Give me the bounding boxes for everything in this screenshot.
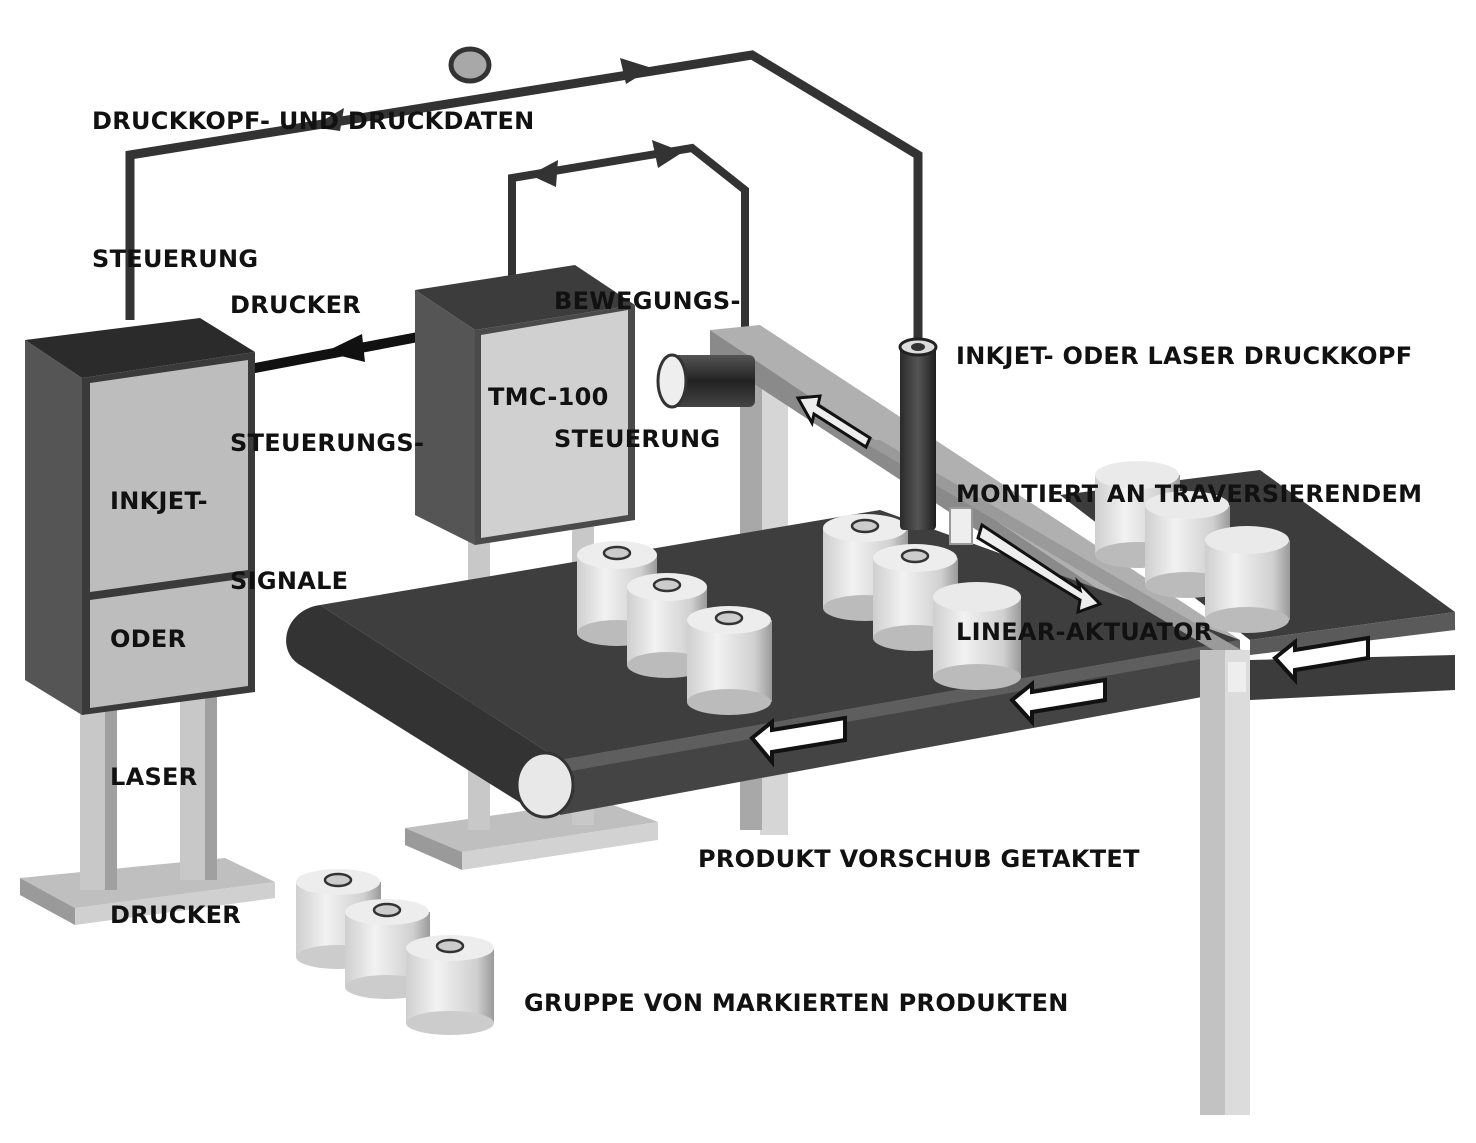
roller-end [515,751,575,819]
label-line: LINEAR-AKTUATOR [956,618,1213,646]
arrow-left-icon [325,334,365,362]
linear-actuator-beam [860,440,1250,1115]
printer-stand [20,695,275,925]
conveyor-arrow-icon [1009,677,1107,728]
label-line: DRUCKKOPF- UND DRUCKDATEN [92,107,535,135]
conveyor-arrow-icon [1272,635,1370,686]
label-line: MONTIERT AN TRAVERSIERENDEM [956,480,1423,508]
sensor [656,353,755,409]
label-line: SIGNALE [230,567,349,595]
arrow-right-icon [652,140,683,168]
arrow-right-icon [620,58,652,84]
label-line: DRUCKER [230,291,362,319]
data-control-cable [125,50,923,345]
label-line: DRUCKER [110,901,242,929]
printer-signals-label: DRUCKER STEUERUNGS- SIGNALE [230,190,424,650]
traverse-arrow-right-icon [976,522,1103,615]
label-line: BEWEGUNGS- [554,287,741,315]
conveyor-label: PRODUKT VORSCHUB GETAKTET [698,845,1140,873]
label-line: INKJET- ODER LASER DRUCKKOPF [956,342,1413,370]
status-indicator-icon [448,46,492,84]
marked-products [296,869,494,1035]
label-line: ODER [110,625,187,653]
printer-cabinet [25,318,255,715]
marked-group-label: GRUPPE VON MARKIERTEN PRODUKTEN [524,989,1069,1017]
data-control-label: DRUCKKOPF- UND DRUCKDATEN STEUERUNG [92,6,535,328]
arrow-left-icon [530,160,558,187]
conveyor-arrow-icon [749,715,847,768]
motion-control-cable [508,143,749,340]
label-line: STEUERUNGS- [230,429,425,457]
traverse-arrow-left-icon [795,394,872,450]
arrow-left-icon [312,108,344,131]
motion-control-label: BEWEGUNGS- STEUERUNG [554,186,741,508]
label-line: STEUERUNG [554,425,721,453]
label-line: LASER [110,763,198,791]
label-line: INKJET- [110,487,208,515]
printhead-label: INKJET- ODER LASER DRUCKKOPF MONTIERT AN… [956,241,1422,701]
controller-label: TMC-100 [488,383,609,411]
printer-cabinet-label: INKJET- ODER LASER DRUCKER [110,386,241,984]
label-line: STEUERUNG [92,245,259,273]
printhead [898,337,938,530]
controller-cabinet [415,265,635,545]
products-on-belt [577,461,1290,715]
